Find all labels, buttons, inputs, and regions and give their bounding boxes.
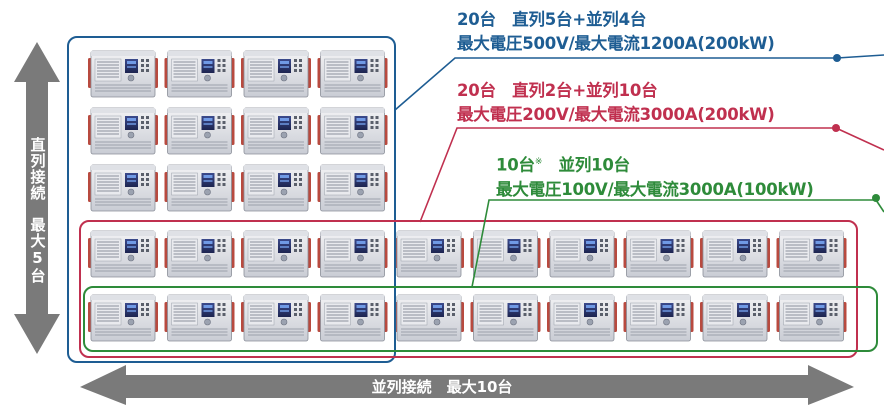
power-supply-unit-icon xyxy=(88,50,158,98)
power-supply-unit-icon xyxy=(623,230,694,278)
power-supply-unit-icon xyxy=(776,294,847,342)
green-callout-line2: 最大電圧100V/最大電流3000A(100kW) xyxy=(496,179,814,199)
power-supply-unit-icon xyxy=(164,107,235,155)
power-supply-unit-icon xyxy=(470,294,541,342)
green-callout-note-mark: ※ xyxy=(534,157,543,167)
power-supply-unit-icon xyxy=(623,294,694,342)
blue-leader-line xyxy=(394,57,837,111)
power-supply-unit-icon xyxy=(164,230,235,278)
blue-callout-line1: 20台 直列5台+並列4台 xyxy=(457,10,647,29)
power-supply-unit-icon xyxy=(700,230,770,278)
vertical-arrow-label: 直列接続 最大5台 xyxy=(28,136,47,284)
power-supply-unit-icon xyxy=(241,107,311,155)
red-callout-line1: 20台 直列2台+並列10台 xyxy=(457,81,658,100)
blue-group-frame xyxy=(67,36,396,363)
power-supply-unit-icon xyxy=(164,164,235,212)
vertical-double-arrow xyxy=(14,42,60,354)
power-supply-unit-icon xyxy=(88,164,158,212)
green-group-frame xyxy=(83,286,878,352)
power-supply-unit-icon xyxy=(776,230,847,278)
green-callout-parallel: 並列10台 xyxy=(542,155,631,175)
power-supply-unit-icon xyxy=(164,294,235,342)
power-supply-unit-icon xyxy=(317,50,388,98)
power-supply-unit-icon xyxy=(241,164,311,212)
power-supply-unit-icon xyxy=(547,230,617,278)
power-supply-unit-icon xyxy=(317,294,388,342)
blue-callout-line2: 最大電圧500V/最大電流1200A(200kW) xyxy=(457,34,775,53)
power-supply-unit-icon xyxy=(88,230,158,278)
green-callout-count: 10台 xyxy=(496,155,535,175)
blue-callout: 20台 直列5台+並列4台 最大電圧500V/最大電流1200A(200kW) xyxy=(457,8,775,56)
power-supply-unit-icon xyxy=(317,230,388,278)
power-supply-unit-icon xyxy=(88,107,158,155)
power-supply-unit-icon xyxy=(547,294,617,342)
horizontal-double-arrow xyxy=(80,365,854,405)
red-group-frame xyxy=(79,220,858,358)
green-leader-line xyxy=(471,199,876,288)
red-leader-line xyxy=(419,127,836,223)
green-leader-extension xyxy=(875,199,884,213)
power-supply-unit-icon xyxy=(317,164,388,212)
power-supply-unit-icon xyxy=(241,294,311,342)
green-callout-line1: 10台※ 並列10台 xyxy=(496,150,814,178)
green-leader-dot xyxy=(872,194,880,202)
red-leader-extension xyxy=(835,127,884,151)
power-supply-unit-icon xyxy=(241,230,311,278)
power-supply-unit-icon xyxy=(241,50,311,98)
power-supply-unit-icon xyxy=(700,294,770,342)
red-callout-line2: 最大電圧200V/最大電流3000A(200kW) xyxy=(457,105,775,124)
red-leader-dot xyxy=(832,124,840,132)
power-supply-unit-icon xyxy=(88,294,158,342)
power-supply-unit-icon xyxy=(394,294,464,342)
blue-leader-extension xyxy=(836,54,884,59)
green-callout: 10台※ 並列10台 最大電圧100V/最大電流3000A(100kW) xyxy=(496,150,814,202)
horizontal-arrow-label: 並列接続 最大10台 xyxy=(371,378,513,396)
power-supply-unit-icon xyxy=(317,107,388,155)
power-supply-unit-icon xyxy=(394,230,464,278)
red-callout: 20台 直列2台+並列10台 最大電圧200V/最大電流3000A(200kW) xyxy=(457,79,775,127)
blue-leader-dot xyxy=(833,54,841,62)
power-supply-unit-icon xyxy=(164,50,235,98)
